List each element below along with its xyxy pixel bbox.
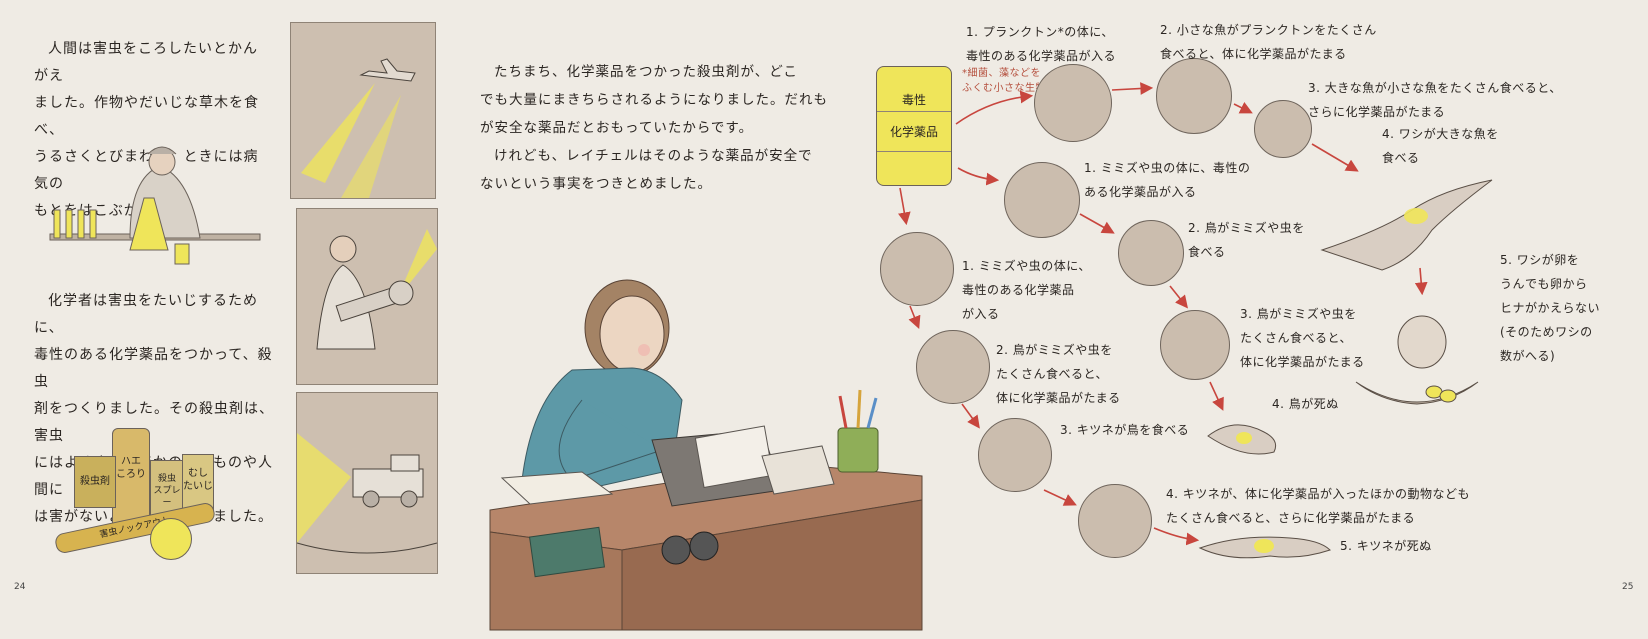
page-number-left: 24 [14, 582, 26, 592]
truck-spraying-panel [296, 392, 438, 574]
fox-eats-bird-circle [978, 418, 1052, 492]
ground-bird-circle [916, 330, 990, 404]
rachel-at-desk-illustration [489, 279, 923, 631]
page-number-right: 25 [1622, 582, 1634, 592]
water-step-5: 5. ワシが卵を うんでも卵から ヒナがかえらない (そのためワシの 数がへる) [1500, 253, 1601, 363]
fox-accumulates-circle [1078, 484, 1152, 558]
eagle-nest-illustration [1355, 315, 1479, 405]
center-paragraph: たちまち、化学薬品をつかった殺虫剤が、どこ でも大量にまきちらされるようになりま… [480, 64, 828, 192]
eagle-illustration [1320, 179, 1493, 271]
ground-worms-circle [880, 232, 954, 306]
plankton-circle [1034, 64, 1112, 142]
ground-step-5: 5. キツネが死ぬ [1340, 539, 1432, 553]
soil-step-2: 2. 鳥がミミズや虫を 食べる [1188, 221, 1305, 259]
dead-fox-illustration [1198, 536, 1331, 559]
ground-step-3: 3. キツネが鳥を食べる [1060, 423, 1190, 437]
water-step-2: 2. 小さな魚がプランクトンをたくさん 食べると、体に化学薬品がたまる [1160, 23, 1377, 61]
soil-step-3: 3. 鳥がミミズや虫を たくさん食べると、 体に化学薬品がたまる [1240, 307, 1365, 369]
chemical-barrel: 毒性 化学薬品 [876, 66, 952, 186]
small-fish-circle [1156, 58, 1232, 134]
water-step-3: 3. 大きな魚が小さな魚をたくさん食べると、 さらに化学薬品がたまる [1308, 81, 1562, 119]
man-spraying-panel [296, 208, 438, 385]
dead-bird-illustration [1207, 424, 1277, 455]
water-step-1: 1. プランクトン*の体に、 毒性のある化学薬品が入る [966, 25, 1117, 63]
airplane-spraying-panel [290, 22, 436, 199]
ground-step-1: 1. ミミズや虫の体に、 毒性のある化学薬品 が入る [962, 259, 1091, 321]
sprayer-tank [150, 518, 192, 560]
soil-step-1: 1. ミミズや虫の体に、毒性の ある化学薬品が入る [1084, 161, 1251, 199]
bird-eats-worm-circle [1118, 220, 1184, 286]
plankton-footnote: *細菌、藻などを ふくむ小さな生物 [962, 68, 1046, 94]
insecticide-box: 殺虫剤 [74, 456, 116, 508]
chemist-illustration [49, 146, 261, 265]
water-step-4: 4. ワシが大きな魚を 食べる [1382, 127, 1499, 165]
ground-step-2: 2. 鳥がミミズや虫を たくさん食べると、 体に化学薬品がたまる [996, 343, 1121, 405]
soil-step-4: 4. 鳥が死ぬ [1272, 397, 1339, 411]
soil-worms-circle [1004, 162, 1080, 238]
bug-killer-can: むし たいじ [182, 454, 214, 510]
ground-step-4: 4. キツネが、体に化学薬品が入ったほかの動物なども たくさん食べると、さらに化… [1166, 487, 1471, 525]
big-fish-circle [1254, 100, 1312, 158]
intro-paragraph: 人間は害虫をころしたいとかんがえ ました。作物やだいじな草木を食べ、 うるさくと… [34, 41, 259, 219]
bird-accumulates-circle [1160, 310, 1230, 380]
insecticide-products: ハエ ころり 殺虫剤 殺虫 スプレー むし たいじ 害虫ノックアウト [40, 418, 280, 568]
